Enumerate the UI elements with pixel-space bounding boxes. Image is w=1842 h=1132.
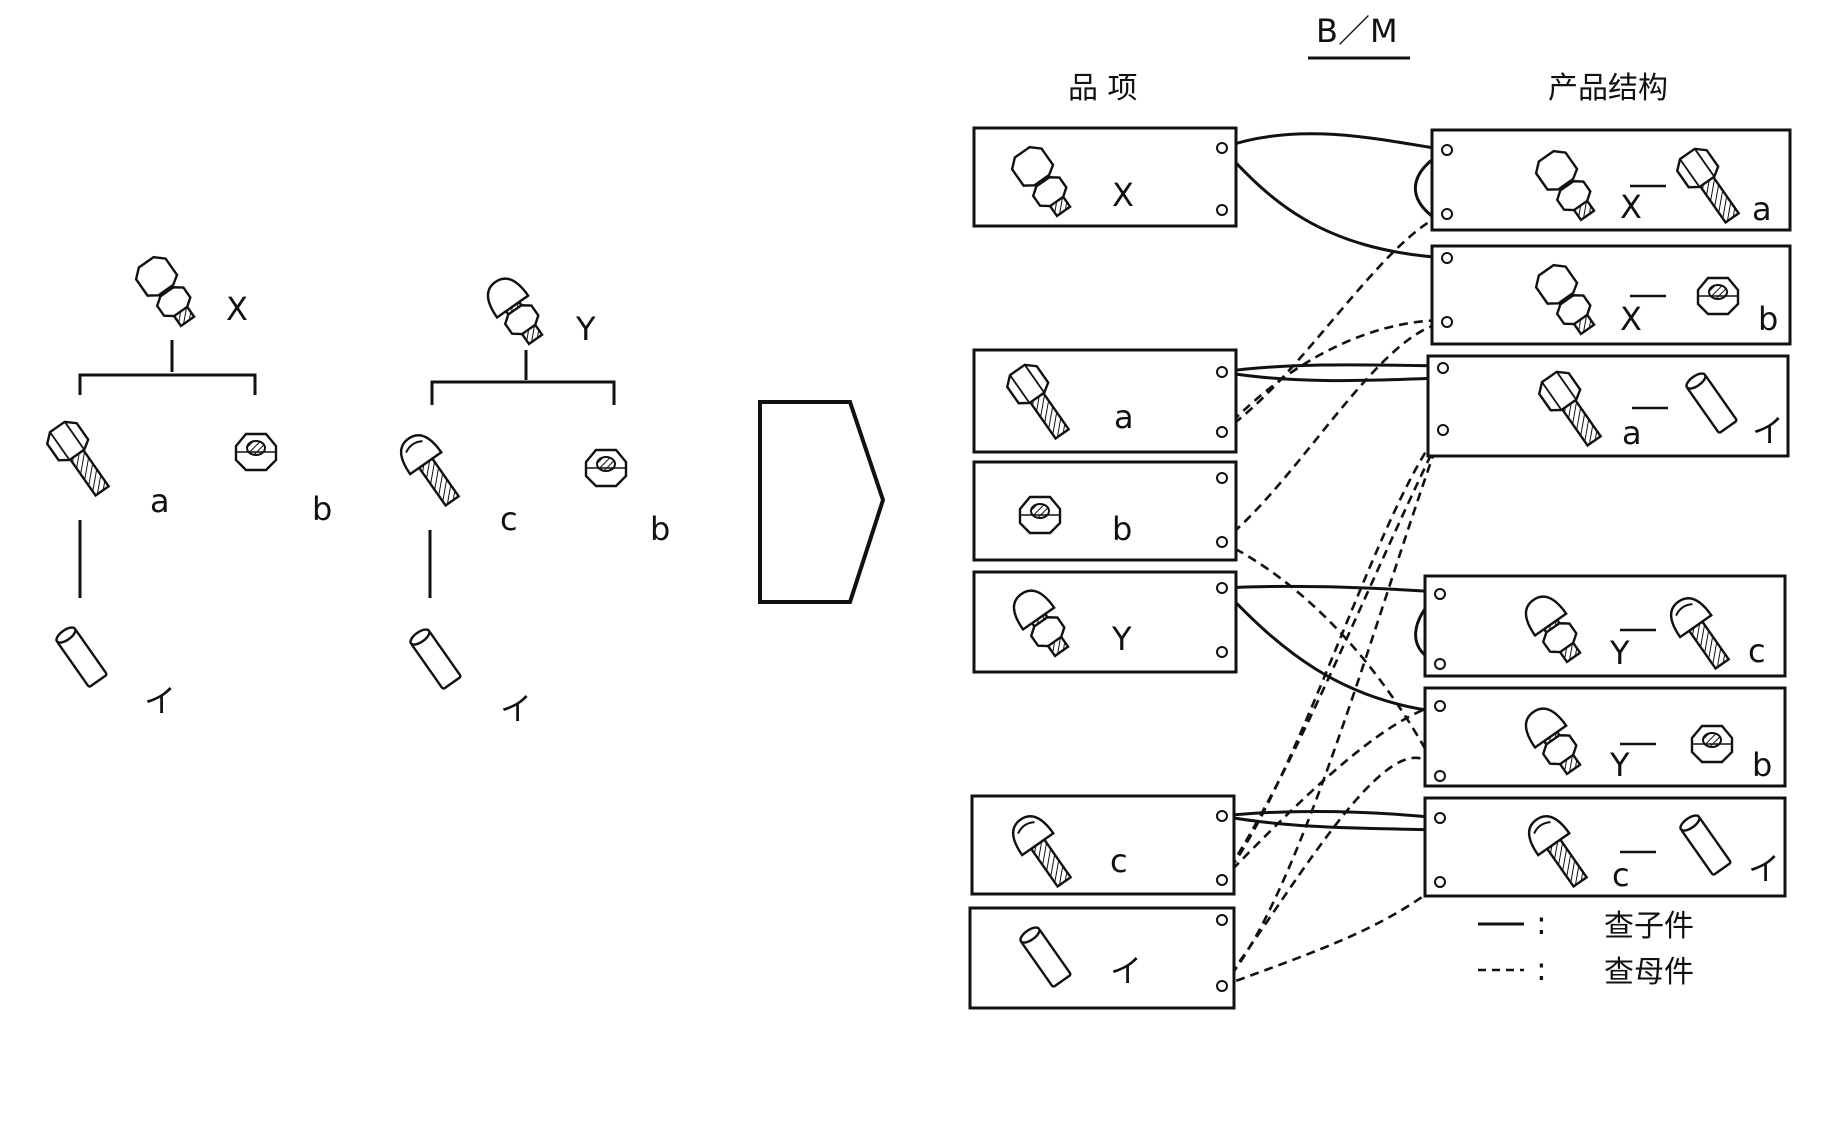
items-column-title: 品 项 — [1068, 71, 1138, 106]
connection-lines — [1220, 132, 1448, 988]
structure-box-y-b: Y b — [1423, 686, 1787, 788]
hex-nut-icon — [584, 448, 628, 488]
structure-box-x-a: X a — [1430, 128, 1792, 232]
legend-dashed-text: 查母件 — [1604, 955, 1694, 990]
item-label: イ — [1110, 952, 1142, 990]
item-box-y: Y — [972, 570, 1238, 674]
tree-x-grandchild-label: イ — [144, 682, 176, 720]
structure-child-label: b — [1758, 300, 1778, 338]
tree-x-parent-label: X — [226, 290, 248, 328]
legend-dashed-colon: : — [1536, 950, 1547, 988]
structure-column-title: 产品结构 — [1548, 71, 1668, 106]
structure-box-x-b: X b — [1430, 244, 1792, 346]
tree-y-parent-label: Y — [575, 310, 596, 348]
legend: : 查子件 : 查母件 — [1478, 904, 1694, 990]
hex-nut-icon — [1690, 724, 1734, 764]
structure-parent-label: c — [1612, 856, 1630, 894]
hex-nut-icon — [234, 432, 278, 472]
item-box-b: b — [972, 460, 1238, 562]
round-head-bolt-icon — [391, 426, 469, 513]
hex-nut-icon — [1018, 495, 1062, 535]
structure-child-label: c — [1748, 632, 1766, 670]
item-box-x: X — [972, 126, 1238, 228]
item-box-c: c — [970, 794, 1236, 896]
tree-y-child-c-label: c — [500, 500, 518, 538]
legend-solid-colon: : — [1536, 904, 1547, 942]
structure-box-c-i: c イ — [1423, 796, 1787, 898]
item-label: Y — [1111, 620, 1132, 658]
round-head-bolt-with-nut-icon — [478, 269, 553, 352]
structure-parent-label: Y — [1609, 746, 1630, 784]
hex-bolt-icon — [41, 415, 119, 503]
item-label: a — [1114, 398, 1134, 436]
structure-child-label: イ — [1752, 412, 1784, 450]
bm-title: B／M — [1316, 12, 1398, 50]
bolt-with-nut-icon — [130, 250, 204, 333]
item-label: X — [1112, 176, 1134, 214]
tree-y-grandchild-label: イ — [500, 690, 532, 728]
tree-y: Y c b イ — [391, 269, 670, 728]
structure-parent-label: X — [1620, 300, 1642, 338]
tree-x-child-b-label: b — [312, 490, 332, 528]
structure-parent-label: Y — [1609, 634, 1630, 672]
tree-x: X a b イ — [41, 250, 332, 720]
pin-icon — [406, 625, 463, 691]
item-box-i: イ — [968, 906, 1236, 1010]
pin-icon — [52, 623, 109, 689]
legend-solid-text: 查子件 — [1604, 909, 1694, 944]
structure-parent-label: X — [1620, 188, 1642, 226]
structure-child-label: イ — [1748, 850, 1780, 888]
structure-parent-label: a — [1622, 414, 1642, 452]
item-label: b — [1112, 510, 1132, 548]
transform-arrow — [758, 400, 886, 604]
item-label: c — [1110, 842, 1128, 880]
item-box-a: a — [972, 348, 1238, 454]
structure-box-y-c: Y c — [1423, 574, 1787, 678]
structure-box-a-i: a イ — [1426, 354, 1790, 458]
structure-child-label: b — [1752, 746, 1772, 784]
tree-x-child-a-label: a — [150, 482, 170, 520]
hex-nut-icon — [1696, 276, 1740, 316]
structure-child-label: a — [1752, 190, 1772, 228]
tree-y-child-b-label: b — [650, 510, 670, 548]
